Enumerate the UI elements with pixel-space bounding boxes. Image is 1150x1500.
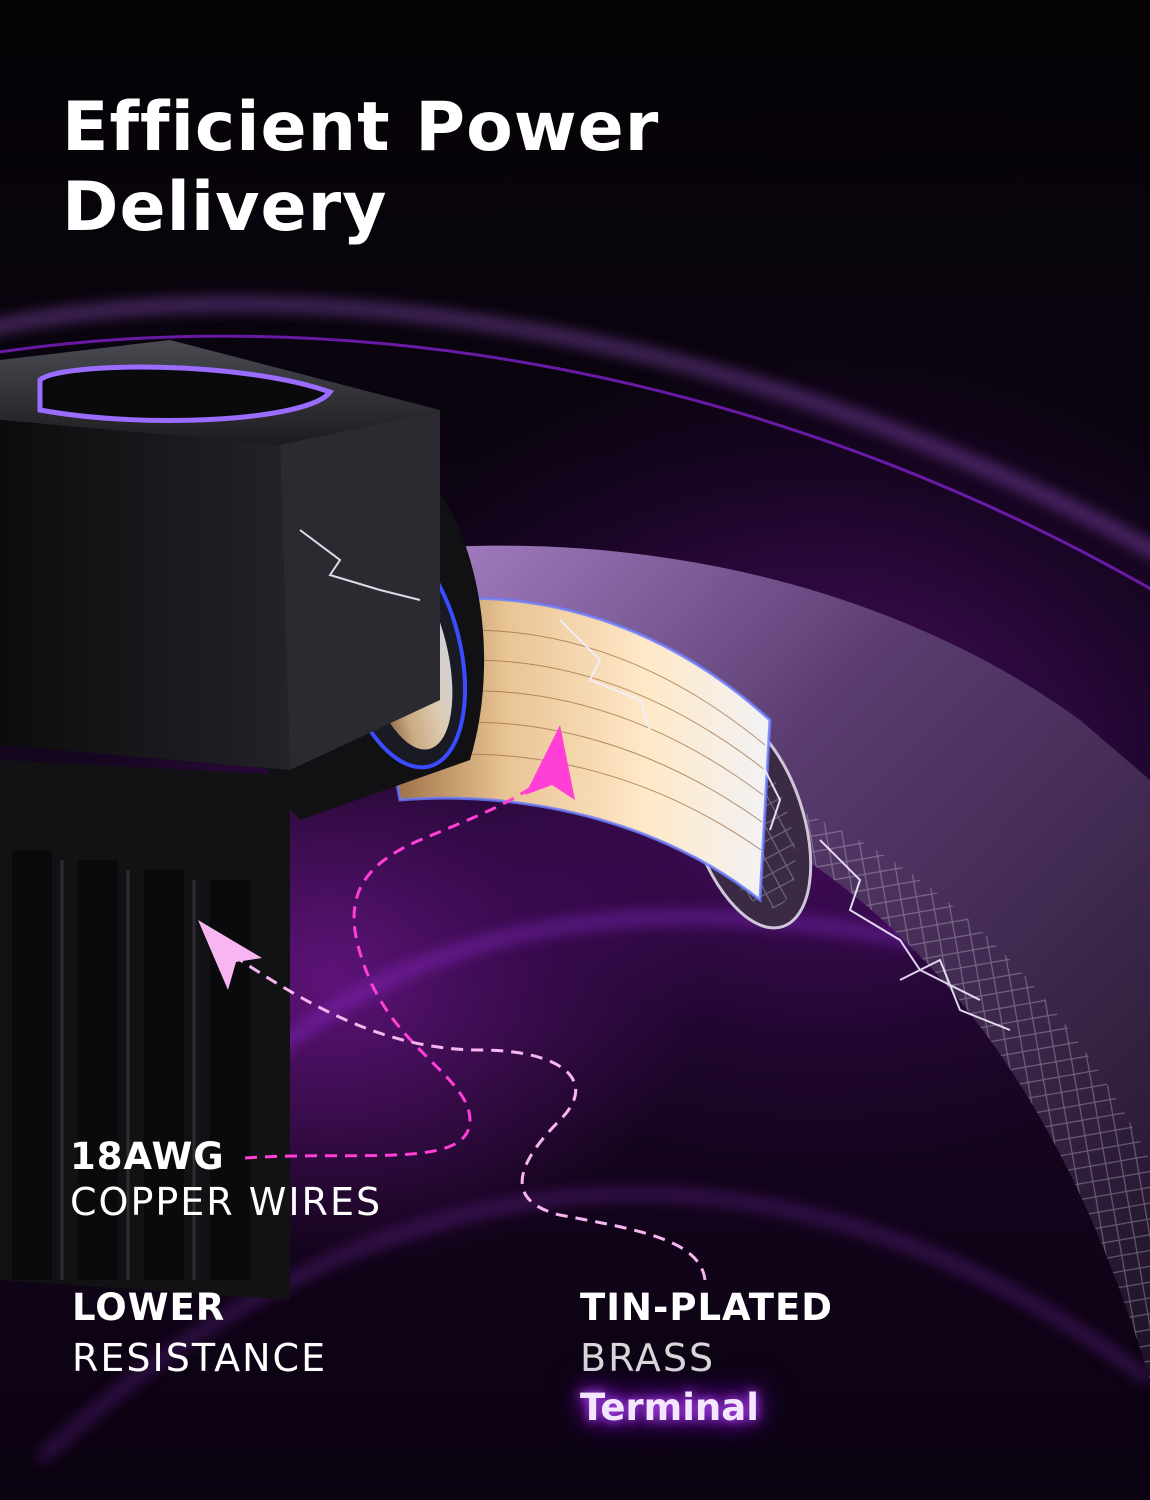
lightning <box>299 529 1011 1031</box>
terminal-material-label: BRASS <box>580 1336 716 1380</box>
callout-lines <box>224 768 707 1281</box>
title-line-2: Delivery <box>62 168 388 247</box>
resistance-bold-label: LOWER <box>72 1286 226 1329</box>
wire-material-label: COPPER WIRES <box>70 1180 383 1224</box>
copper-callout-line <box>244 768 556 1160</box>
light-arcs <box>0 301 1150 1463</box>
wire-gauge-label: 18AWG <box>70 1135 225 1178</box>
page-title: Efficient Power Delivery <box>62 88 659 248</box>
terminal-callout-line <box>224 948 707 1281</box>
connector-housing <box>0 340 440 1300</box>
resistance-light-label: RESISTANCE <box>72 1336 328 1380</box>
title-line-1: Efficient Power <box>62 88 660 167</box>
terminal-plating-label: TIN-PLATED <box>580 1286 834 1329</box>
terminal-arrow-head <box>198 920 262 990</box>
copper-arrow-head <box>525 725 575 800</box>
terminal-label: Terminal <box>580 1386 759 1429</box>
